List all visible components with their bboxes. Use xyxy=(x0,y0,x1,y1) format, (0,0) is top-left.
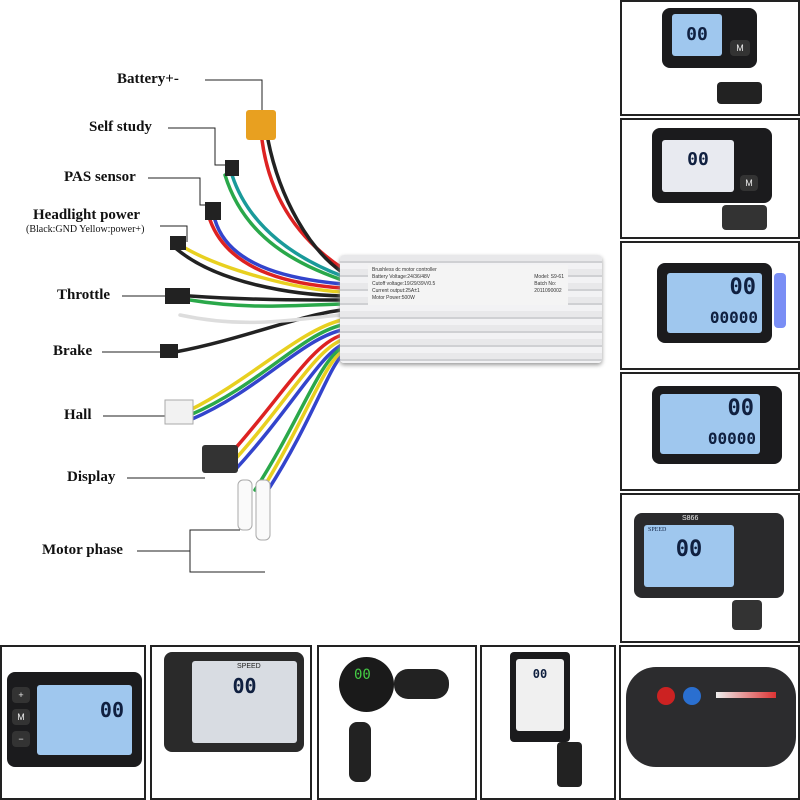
odometer-readout: 00000 xyxy=(707,429,756,448)
label-display: Display xyxy=(67,469,116,485)
lcd-screen: 00 xyxy=(37,685,132,755)
battery-connector xyxy=(246,110,276,140)
hall-connector xyxy=(164,399,194,425)
display-connector xyxy=(202,445,238,473)
throttle-connector xyxy=(165,288,190,304)
display-option-1: 00 M xyxy=(620,0,800,116)
controller-title: Brushless dc motor controller xyxy=(372,267,437,273)
display-option-8: 00 xyxy=(317,645,477,800)
label-motor-phase: Motor phase xyxy=(42,542,123,558)
speed-label: SPEED xyxy=(237,663,261,670)
label-pas-sensor: PAS sensor xyxy=(64,169,136,185)
mode-button: M xyxy=(730,40,750,56)
lcd-screen: 00 xyxy=(662,140,734,192)
label-brake: Brake xyxy=(53,343,93,359)
motor-phase-connector xyxy=(255,479,271,541)
speed-readout: 00 xyxy=(727,396,755,421)
self-study-connector xyxy=(225,160,239,176)
battery-leader xyxy=(205,79,263,110)
self-study-leader xyxy=(168,127,228,166)
speed-label: SPEED xyxy=(648,527,667,533)
label-self-study: Self study xyxy=(89,119,152,135)
display-option-6: + M − 00 xyxy=(0,645,146,800)
speed-readout: 00 xyxy=(232,674,257,698)
display-option-9: 00 xyxy=(480,645,616,800)
pas-leader xyxy=(148,177,212,206)
headlight-leader xyxy=(160,225,188,242)
display-option-10 xyxy=(619,645,800,800)
model: Model: S9-61 xyxy=(534,274,564,280)
wiring-harness xyxy=(102,79,344,573)
label-battery: Battery+- xyxy=(117,71,179,87)
lcd-screen: 00 xyxy=(516,659,564,731)
motor-power: Motor Power:500W xyxy=(372,295,415,301)
current-output: Current output:25A±1 xyxy=(372,288,420,294)
lcd-screen: 00 xyxy=(644,525,734,587)
speed-readout: 00 xyxy=(729,275,757,300)
batch-number: 2011090002 xyxy=(534,288,562,294)
label-headlight-note: (Black:GND Yellow:power+) xyxy=(26,224,145,235)
batch-no: Batch No: xyxy=(534,281,557,287)
mode-button: M xyxy=(12,709,30,725)
label-hall: Hall xyxy=(64,407,92,423)
lcd-screen: 00 xyxy=(354,667,371,683)
motor-phase-connector xyxy=(237,479,253,531)
model-label: S866 xyxy=(682,515,699,522)
display-option-7: 00 SPEED xyxy=(150,645,312,800)
lcd-screen: 00 xyxy=(672,14,722,56)
headlight-connector xyxy=(170,236,186,250)
speed-readout: 00 xyxy=(675,537,703,562)
display-option-2: 00 M xyxy=(620,118,800,239)
controller-nameplate: Brushless dc motor controller Battery Vo… xyxy=(368,265,568,305)
cutoff-voltage: Cutoff voltage:19/29/39V/0.5 xyxy=(372,281,436,287)
odometer-readout: 00000 xyxy=(709,308,758,327)
lcd-screen: 00 xyxy=(192,661,297,743)
display-option-5: S866 00 SPEED xyxy=(620,493,800,643)
motor-phase-leader xyxy=(137,529,265,573)
pas-connector xyxy=(205,202,221,220)
label-headlight-power: Headlight power xyxy=(33,207,141,223)
label-throttle: Throttle xyxy=(57,287,111,303)
mode-button: M xyxy=(740,175,758,191)
brake-connector xyxy=(160,344,178,358)
motor-controller: Brushless dc motor controller Battery Vo… xyxy=(340,255,602,363)
battery-voltage: Battery Voltage:24/36/48V xyxy=(372,274,431,280)
